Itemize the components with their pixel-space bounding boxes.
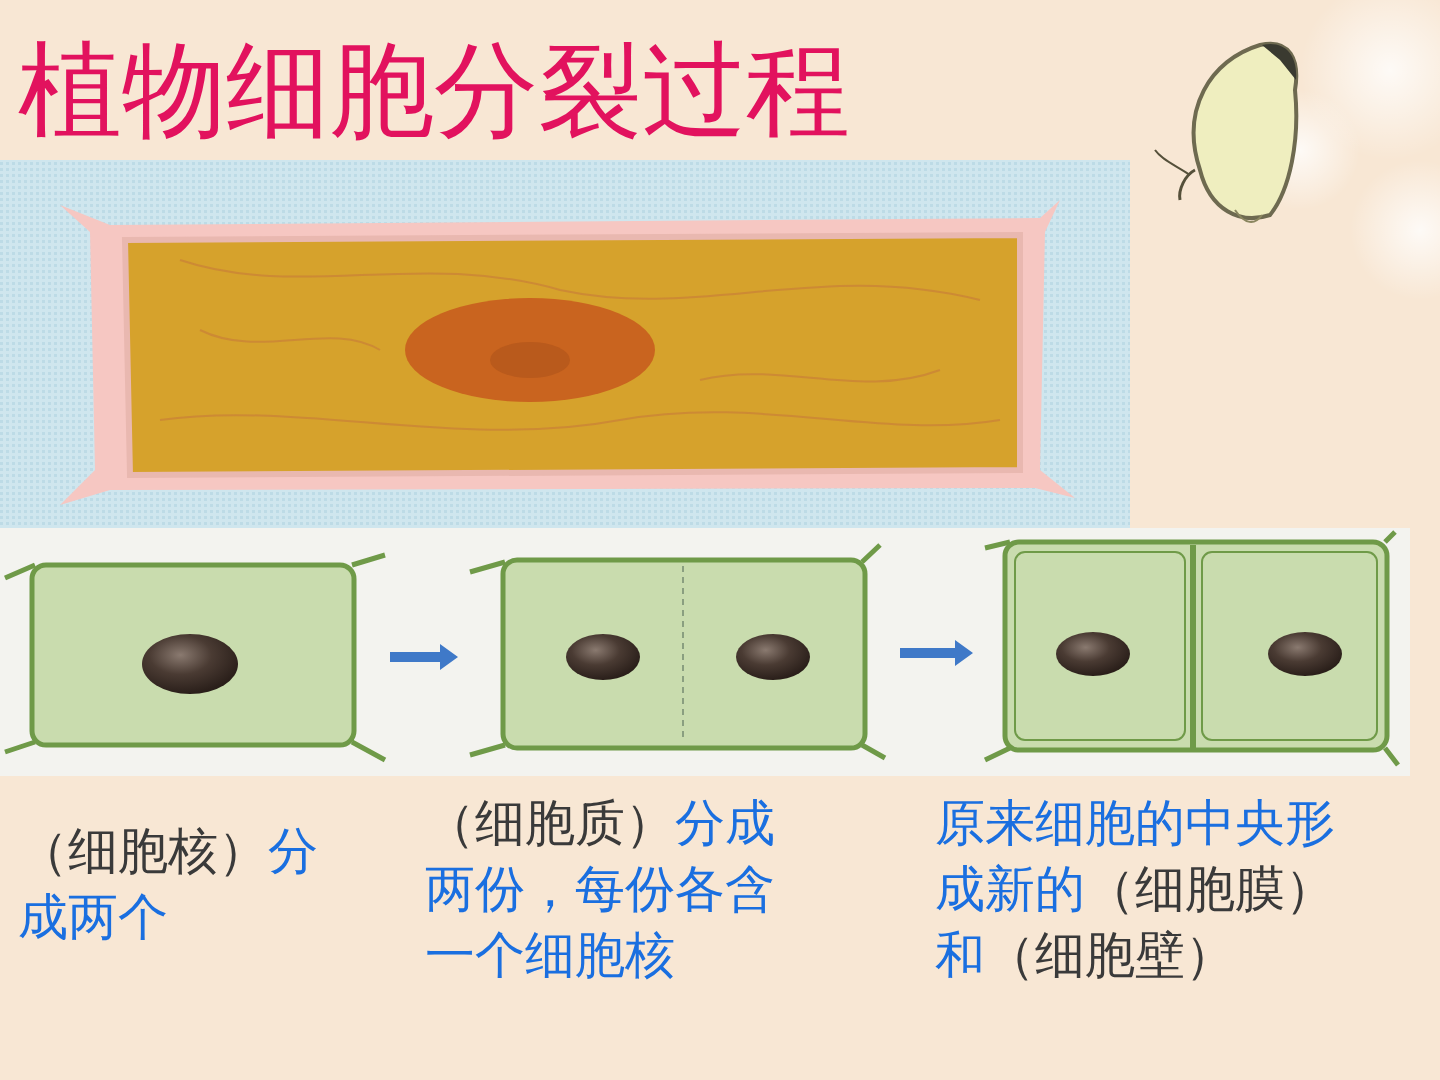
caption-text: 和 [935,926,985,984]
caption-text: （细胞核） [18,822,268,880]
caption: 原来细胞的中央形成新的（细胞膜）和（细胞壁） [935,790,1355,988]
plant-cell-large [60,200,1075,505]
caption: （细胞核）分成两个 [18,818,318,950]
process-arrows [390,640,973,670]
caption-text: （细胞质） [425,794,675,852]
butterfly [1155,44,1296,222]
title: 植物细胞分裂过程 [18,30,850,150]
caption-text: （细胞膜） [1085,860,1335,918]
caption-text: （细胞壁） [985,926,1235,984]
nuclei [142,632,1342,694]
caption: （细胞质）分成两份，每份各含一个细胞核 [425,790,797,988]
dividing-cells [5,532,1398,765]
